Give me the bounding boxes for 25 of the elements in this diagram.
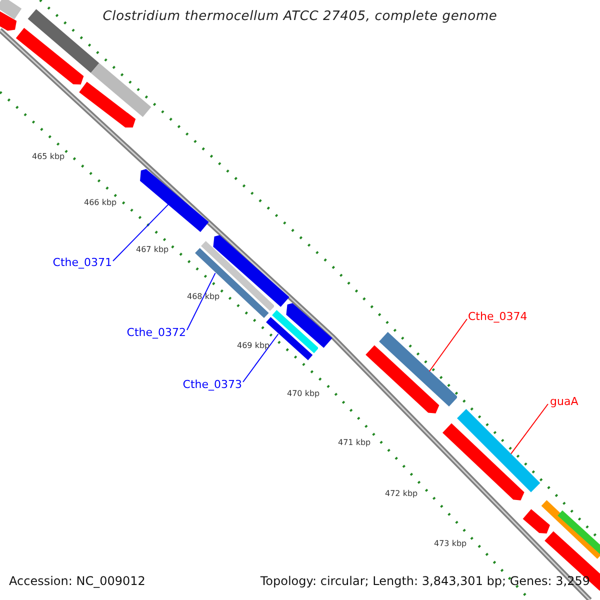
position-label: 469 kbp [237,341,270,351]
position-label: 472 kbp [385,489,418,499]
leader-line [112,204,169,262]
gene-segment [378,332,458,407]
title: Clostridium thermocellum ATCC 27405, complete genome [102,9,498,24]
position-label: 466 kbp [84,198,117,208]
gene-segment [140,168,210,232]
position-label: 470 kbp [287,389,320,399]
gene-label: Cthe_0372 [126,326,186,339]
footer-text: Accession: NC_009012 [9,574,146,589]
gene-segment [457,409,541,493]
footer-text: Topology: circular; Length: 3,843,301 bp; Genes: 3,259 [260,574,590,589]
gene-label: Cthe_0373 [182,378,242,391]
position-label: 465 kbp [32,152,65,162]
leader-line [428,318,468,372]
leader-line [510,404,548,454]
position-label: 473 kbp [434,539,467,549]
leader-line [242,334,279,382]
gene-label: Cthe_0374 [468,310,528,323]
gene-label: guaA [550,395,578,408]
position-label: 471 kbp [338,438,371,448]
gene-label: Cthe_0371 [52,256,112,269]
position-label: 467 kbp [136,245,169,255]
position-label: 468 kbp [187,292,220,302]
leader-line [186,272,216,330]
